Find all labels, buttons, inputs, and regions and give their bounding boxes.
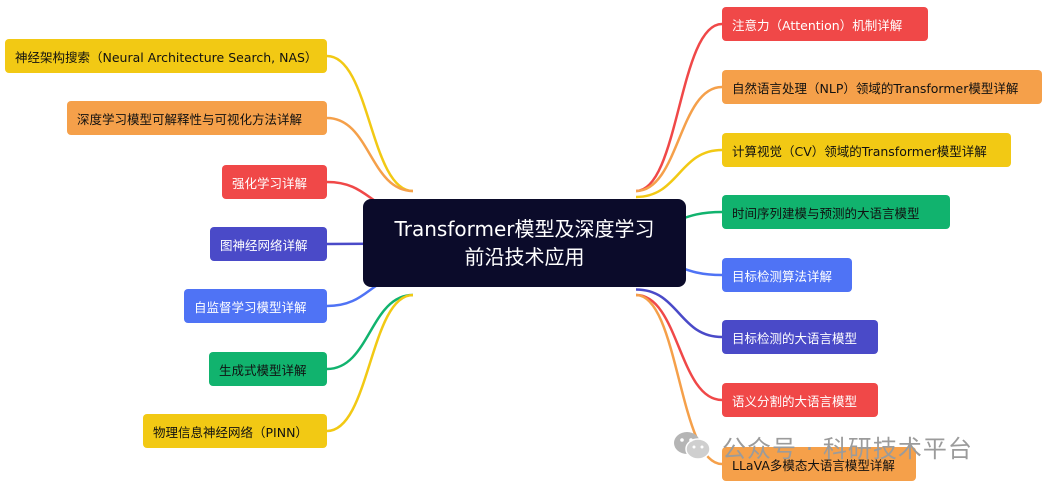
branch-node-self-supervised: 自监督学习模型详解 bbox=[184, 289, 327, 323]
branch-node-detection-llm: 目标检测的大语言模型 bbox=[722, 320, 878, 354]
branch-node-pinn: 物理信息神经网络（PINN） bbox=[143, 414, 327, 448]
branch-label: 目标检测算法详解 bbox=[732, 268, 833, 284]
connector-line bbox=[635, 293, 723, 466]
center-topic-line1: Transformer模型及深度学习 bbox=[394, 217, 655, 241]
connector-line bbox=[635, 85, 723, 193]
wechat-icon bbox=[674, 432, 711, 460]
branch-node-reinforcement-learning: 强化学习详解 bbox=[222, 165, 327, 199]
branch-label: 自然语言处理（NLP）领域的Transformer模型详解 bbox=[732, 80, 1019, 96]
center-topic: Transformer模型及深度学习 前沿技术应用 bbox=[363, 199, 686, 287]
branch-node-graph-neural-network: 图神经网络详解 bbox=[210, 227, 327, 261]
branch-node-time-series-llm: 时间序列建模与预测的大语言模型 bbox=[722, 195, 950, 229]
branch-label: 物理信息神经网络（PINN） bbox=[153, 424, 308, 440]
connector-line bbox=[635, 288, 723, 339]
branch-node-llava: LLaVA多模态大语言模型详解 bbox=[722, 447, 916, 481]
branch-node-interpretability: 深度学习模型可解释性与可视化方法详解 bbox=[67, 101, 327, 135]
branch-node-attention: 注意力（Attention）机制详解 bbox=[722, 7, 928, 41]
branch-label: 神经架构搜索（Neural Architecture Search, NAS） bbox=[15, 49, 318, 65]
branch-label: 生成式模型详解 bbox=[219, 362, 307, 378]
watermark: 公众号 · 科研技术平台 bbox=[672, 426, 973, 466]
branch-label: 语义分割的大语言模型 bbox=[732, 393, 858, 409]
connector-line bbox=[326, 116, 414, 193]
branch-label: 强化学习详解 bbox=[232, 175, 308, 191]
center-topic-line2: 前沿技术应用 bbox=[464, 245, 585, 269]
connector-line bbox=[635, 22, 723, 193]
branch-label: 图神经网络详解 bbox=[220, 237, 308, 253]
branch-node-nlp-transformer: 自然语言处理（NLP）领域的Transformer模型详解 bbox=[722, 70, 1042, 104]
branch-node-nas: 神经架构搜索（Neural Architecture Search, NAS） bbox=[5, 39, 327, 73]
branch-label: 深度学习模型可解释性与可视化方法详解 bbox=[77, 111, 303, 127]
branch-label: 计算视觉（CV）领域的Transformer模型详解 bbox=[732, 143, 987, 159]
connector-line bbox=[326, 293, 414, 371]
branch-label: LLaVA多模态大语言模型详解 bbox=[732, 457, 895, 473]
branch-node-generative-model: 生成式模型详解 bbox=[209, 352, 327, 386]
connector-line bbox=[635, 148, 723, 199]
branch-node-object-detection: 目标检测算法详解 bbox=[722, 258, 852, 292]
branch-label: 注意力（Attention）机制详解 bbox=[732, 17, 903, 33]
branch-label: 时间序列建模与预测的大语言模型 bbox=[732, 205, 920, 221]
branch-node-segmentation-llm: 语义分割的大语言模型 bbox=[722, 383, 878, 417]
connector-line bbox=[326, 54, 414, 193]
branch-label: 自监督学习模型详解 bbox=[194, 299, 307, 315]
branch-node-cv-transformer: 计算视觉（CV）领域的Transformer模型详解 bbox=[722, 133, 1011, 167]
connector-line bbox=[635, 293, 723, 402]
connector-line bbox=[326, 293, 414, 433]
watermark-text: 公众号 · 科研技术平台 bbox=[722, 434, 973, 463]
branch-label: 目标检测的大语言模型 bbox=[732, 330, 858, 346]
